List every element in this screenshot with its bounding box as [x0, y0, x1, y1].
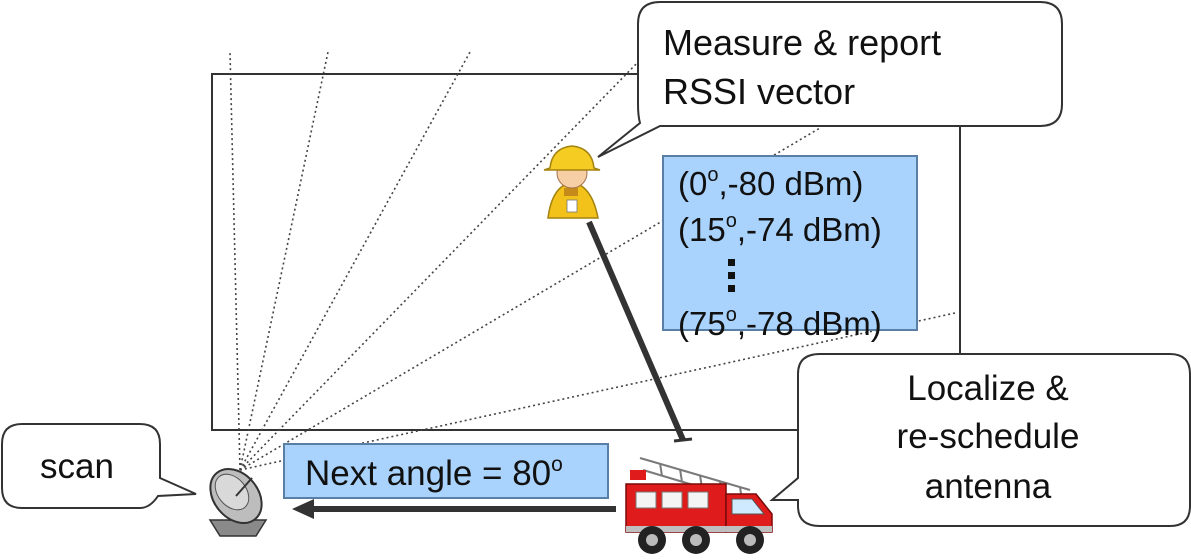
fire-truck-icon	[625, 457, 773, 554]
localize-line-3: antenna	[925, 467, 1052, 506]
firefighter-icon	[543, 145, 601, 219]
satellite-dish-icon	[208, 468, 268, 537]
localize-line-1: Localize &	[907, 369, 1068, 408]
rssi-entry-2: (75o,-78 dBm)	[678, 304, 882, 342]
rssi-vector-box: (0o,-80 dBm) (15o,-74 dBm) (75o,-78 dBm)	[662, 155, 918, 342]
report-arrow	[586, 220, 686, 442]
scan-label: scan	[40, 447, 114, 486]
degree-symbol: o	[551, 453, 563, 476]
rssi-angle: 75	[689, 305, 726, 342]
next-angle-label: Next angle = 80	[305, 454, 552, 493]
measure-line-2: RSSI vector	[663, 71, 855, 112]
degree-symbol: o	[725, 304, 737, 326]
rssi-value: ,-74 dBm)	[736, 211, 882, 248]
degree-symbol: o	[725, 210, 737, 232]
next-angle-box: Next angle = 80o	[283, 443, 609, 499]
schedule-arrowhead	[292, 499, 314, 519]
measure-callout: Measure & report RSSI vector	[597, 1, 1063, 158]
ellipsis-dots	[678, 253, 916, 301]
rssi-entry-0: (0o,-80 dBm)	[678, 164, 864, 202]
measure-line-1: Measure & report	[663, 22, 941, 63]
rssi-value: ,-80 dBm)	[718, 165, 864, 202]
coverage-area	[211, 73, 961, 431]
localize-line-2: re-schedule	[897, 417, 1080, 456]
rssi-value: ,-78 dBm)	[736, 305, 882, 342]
report-arrow-cap	[673, 437, 693, 443]
rssi-angle: 0	[689, 165, 708, 202]
rssi-angle: 15	[689, 211, 726, 248]
localize-callout: Localize & re-schedule antenna	[769, 353, 1191, 527]
rssi-entry-1: (15o,-74 dBm)	[678, 210, 882, 248]
scan-callout: scan	[1, 423, 197, 509]
degree-symbol: o	[707, 164, 719, 186]
